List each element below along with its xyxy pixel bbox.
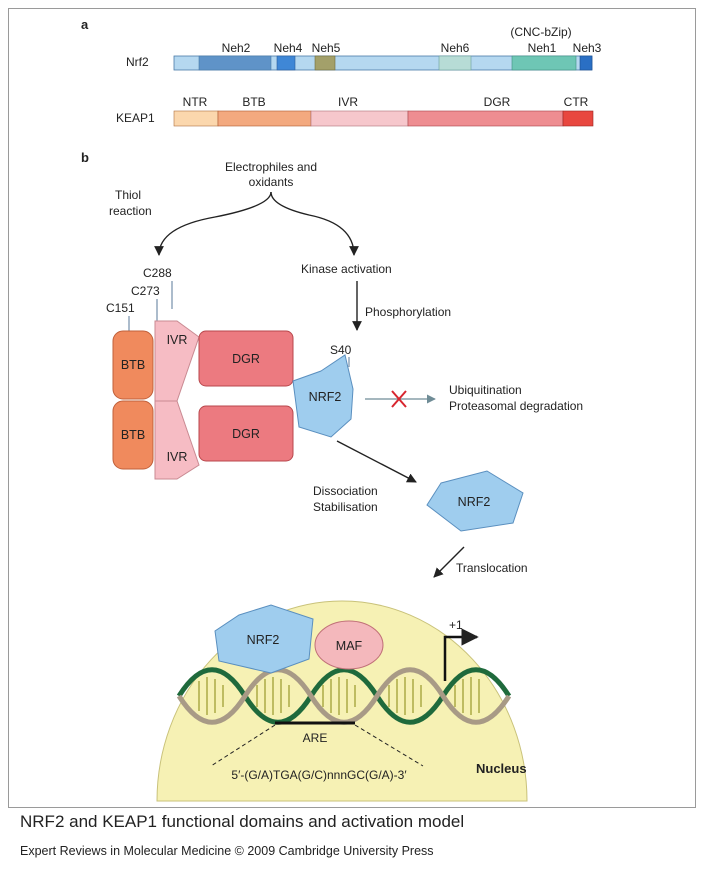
arrow-to-thiol [154,191,272,256]
btb-upper-label: BTB [121,358,145,372]
dna-strand-green [176,667,512,725]
nrf2-nuclear [214,604,314,674]
are-zoom-right [354,724,424,767]
neh1-label: Neh1 [528,41,557,55]
proteasomal-degradation-label: Proteasomal degradation [449,399,583,413]
figure-caption: NRF2 and KEAP1 functional domains and ac… [20,812,465,831]
inhibit-x-icon [391,390,407,408]
nrf2-domain-neh1 [511,55,577,71]
ivr-upper-label: IVR [167,333,188,347]
nrf2-domain-neh2 [198,55,272,71]
translocation-label: Translocation [456,561,528,575]
s40-label: S40 [330,343,352,357]
dgr-lower-label: DGR [232,427,260,441]
nrf2-domain-neh3 [579,55,593,71]
figure-credit: Expert Reviews in Molecular Medicine © 2… [20,844,434,858]
tss-label: +1 [449,618,463,632]
are-zoom-left [210,724,276,767]
ctr-label: CTR [564,95,589,109]
dna-base-pairs [198,677,480,715]
keap1-dgr-lower [198,405,294,462]
are-label: ARE [303,731,328,745]
keap1-domain-ctr [562,110,594,127]
nrf2-bound-label: NRF2 [309,390,342,404]
phosphorylation-label: Phosphorylation [365,305,451,319]
keap1-domain-ivr [310,110,409,127]
dgr-upper-label: DGR [232,352,260,366]
maf-protein [314,620,384,670]
transcription-start-arrow [443,628,479,681]
nrf2-domain-neh4 [276,55,296,71]
stabilisation-label: Stabilisation [313,500,378,514]
dgr-label: DGR [484,95,511,109]
panel-a-label: a [81,17,89,32]
btb-lower-label: BTB [121,428,145,442]
neh4-label: Neh4 [274,41,303,55]
cnc-bzip-label: (CNC-bZip) [510,25,571,39]
diagram-canvas: a Nrf2 (CNC-bZip) Neh2 Neh4 Neh5 Neh6 Ne… [81,17,602,802]
nrf2-row-label: Nrf2 [126,55,149,69]
keap1-domain-btb [217,110,312,127]
electrophiles-label-line2: oxidants [249,175,294,189]
ubiquitination-label: Ubiquitination [449,383,522,397]
keap1-row-label: KEAP1 [116,111,155,125]
panel-b-label: b [81,150,89,165]
c151-label: C151 [106,301,135,315]
neh5-label: Neh5 [312,41,341,55]
nrf2-nuclear-label: NRF2 [247,633,280,647]
keap1-dgr-upper [198,330,294,387]
electrophiles-label-line1: Electrophiles and [225,160,317,174]
keap1-btb-lower [112,400,154,470]
keap1-ivr-lower [154,400,200,480]
arrow-to-kinase [270,191,359,256]
ivr-lower-label: IVR [167,450,188,464]
ntr-label: NTR [183,95,208,109]
are-sequence: 5′-(G/A)TGA(G/C)nnnGC(G/A)-3′ [231,768,407,782]
nrf2-domain-neh6 [438,55,472,71]
neh2-label: Neh2 [222,41,251,55]
c273-label: C273 [131,284,160,298]
arrow-translocation [433,546,465,578]
nrf2-free-label: NRF2 [458,495,491,509]
nucleus-label: Nucleus [476,761,527,776]
thiol-label-line2: reaction [109,204,152,218]
arrow-dissociation [336,440,417,483]
nrf2-domain-neh5 [314,55,336,71]
nrf2-bound [292,354,354,438]
keap1-ivr-upper [154,320,200,402]
keap1-domain-dgr [407,110,564,127]
btb-label: BTB [242,95,265,109]
kinase-activation-label: Kinase activation [301,262,392,276]
maf-label: MAF [336,639,363,653]
nrf2-free [426,470,524,532]
keap1-btb-upper [112,330,154,400]
ivr-label: IVR [338,95,358,109]
neh3-label: Neh3 [573,41,602,55]
dissociation-label: Dissociation [313,484,378,498]
figure-frame: a Nrf2 (CNC-bZip) Neh2 Neh4 Neh5 Neh6 Ne… [8,8,696,808]
neh6-label: Neh6 [441,41,470,55]
thiol-label-line1: Thiol [115,188,141,202]
keap1-domain-ntr [173,110,219,127]
c288-label: C288 [143,266,172,280]
